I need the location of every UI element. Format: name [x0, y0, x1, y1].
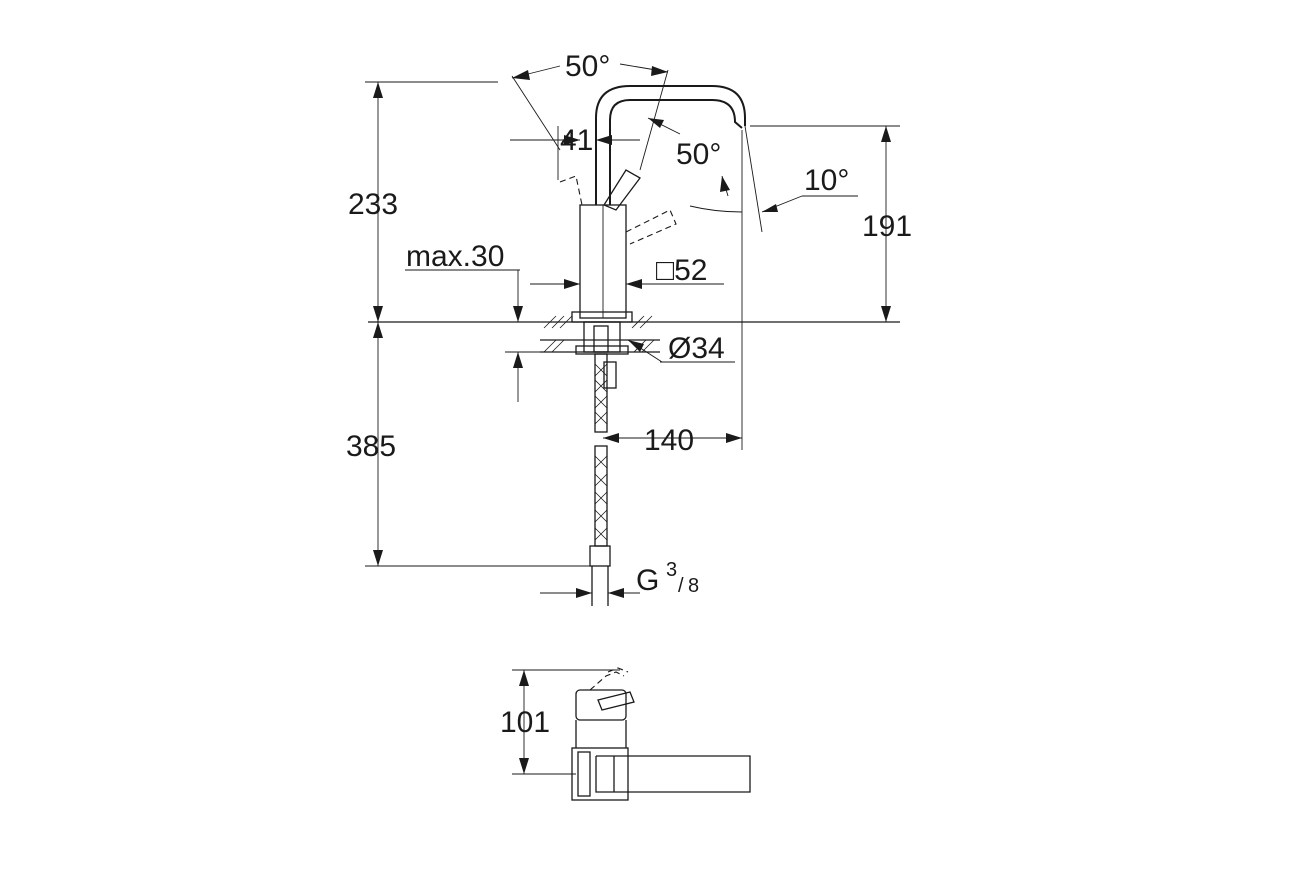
dimension-labels: 50° 41 50° 10° 233 191 max.30 □52 Ø34 14… [346, 50, 912, 739]
label-angle-top: 50° [565, 50, 610, 83]
spout-inner [609, 99, 743, 205]
label-plan-depth: 101 [500, 706, 550, 739]
plan-body [571, 747, 629, 801]
handle-lever [603, 169, 641, 211]
spout-outline [595, 85, 746, 205]
label-angle-right: 50° [676, 138, 721, 171]
base-flange [571, 311, 633, 323]
faucet-plan-view [571, 667, 751, 801]
label-thread-main: G [636, 564, 659, 597]
label-spout-tilt: 10° [804, 164, 849, 197]
label-total-height: 233 [348, 188, 398, 221]
flexible-hose [589, 353, 617, 606]
label-hose-length: 385 [346, 430, 396, 463]
label-thread-slash: / [678, 575, 684, 597]
label-hole-diameter: Ø34 [668, 332, 725, 365]
plan-spout [595, 755, 751, 793]
label-spout-height: 191 [862, 210, 912, 243]
label-spout-reach: 140 [644, 424, 694, 457]
label-max-deck: max.30 [406, 240, 504, 273]
label-thread-num: 3 [666, 559, 677, 581]
faucet-side-view [368, 85, 900, 606]
handle-dashed-left [559, 175, 583, 206]
plan-handle [597, 691, 635, 711]
label-body-square: □52 [656, 254, 708, 287]
deck-hatching [543, 315, 655, 353]
label-thread-den: 8 [688, 575, 699, 597]
hose-connector [589, 545, 611, 567]
dimension-lines [365, 63, 900, 775]
handle-dashed-right [625, 209, 677, 245]
label-handle-width: 41 [560, 124, 593, 157]
